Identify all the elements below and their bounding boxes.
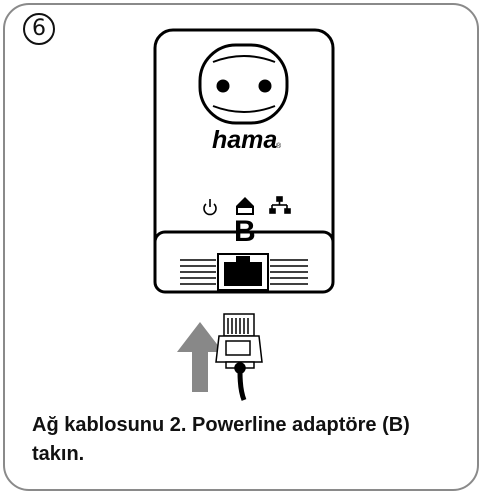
caption-line-1: Ağ kablosunu 2. Powerline adaptöre (B) xyxy=(32,414,410,436)
caption-line-2: takın. xyxy=(32,443,85,465)
home-icon xyxy=(236,197,254,215)
port-label: B xyxy=(234,215,256,248)
instruction-caption: Ağ kablosunu 2. Powerline adaptöre (B) t… xyxy=(32,411,462,469)
step-badge: 6 xyxy=(22,12,56,46)
arrow-up-icon xyxy=(177,322,223,392)
brand-name: hama xyxy=(212,126,277,154)
brand-suffix: ® xyxy=(276,142,282,150)
ethernet-port xyxy=(217,253,269,291)
instruction-card xyxy=(3,3,479,491)
power-icon xyxy=(203,199,217,216)
cable xyxy=(237,371,247,401)
ethernet-plug-icon xyxy=(215,313,263,374)
step-circle xyxy=(23,13,55,45)
network-icon xyxy=(269,196,291,214)
socket-icon xyxy=(198,43,289,125)
vent-right xyxy=(270,259,308,285)
step-number: 6 xyxy=(32,16,46,41)
brand-logo: hama ® xyxy=(212,126,282,154)
vent-left xyxy=(180,259,216,285)
